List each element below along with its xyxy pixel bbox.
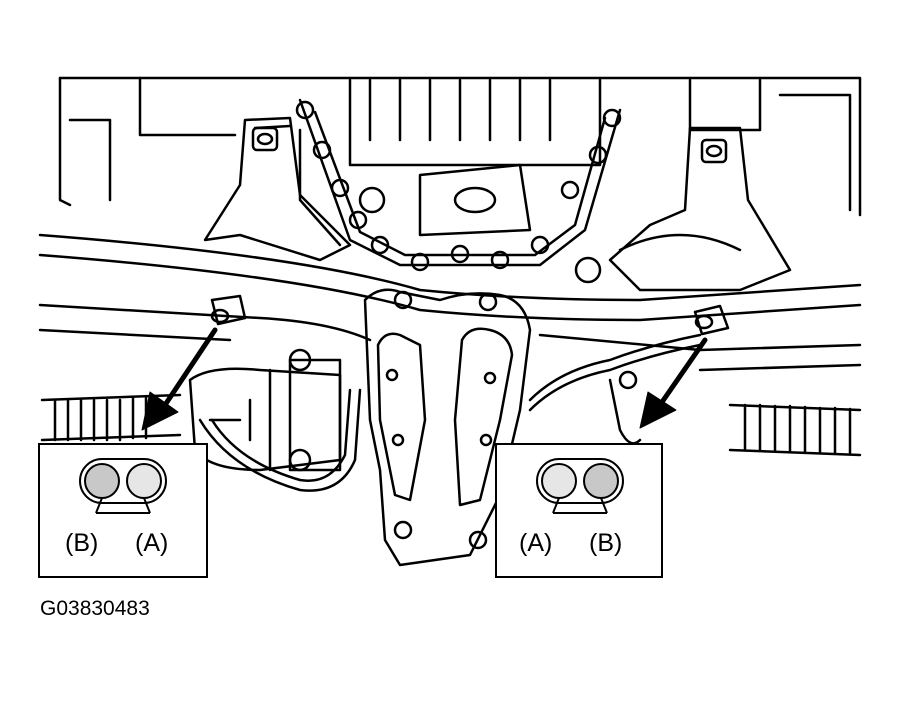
left-bolt-callout: (B) (A) bbox=[38, 443, 208, 578]
left-driveshaft bbox=[40, 348, 342, 472]
left-callout-label-b: (B) bbox=[65, 529, 99, 557]
engine-block bbox=[58, 76, 862, 217]
left-callout-detail bbox=[79, 458, 167, 514]
oil-pan bbox=[295, 98, 622, 272]
left-mount-bolt bbox=[210, 294, 247, 326]
right-mount-bracket bbox=[574, 126, 792, 292]
right-mount-bolt bbox=[693, 304, 730, 336]
right-driveshaft bbox=[608, 370, 862, 457]
left-mount-bracket bbox=[203, 116, 352, 262]
right-callout-label-b: (B) bbox=[589, 529, 623, 557]
right-pointer-arrow bbox=[657, 337, 708, 408]
left-arrow-head bbox=[141, 391, 179, 431]
center-stopper-plate bbox=[363, 288, 532, 567]
right-bolt-callout: (A) (B) bbox=[495, 443, 663, 578]
tubing-lines bbox=[198, 333, 702, 492]
right-callout-detail bbox=[536, 458, 624, 514]
left-callout-label-a: (A) bbox=[135, 529, 169, 557]
right-arrow-head bbox=[639, 391, 677, 429]
right-callout-label-a: (A) bbox=[519, 529, 553, 557]
left-pointer-arrow bbox=[162, 327, 218, 408]
figure-id-code: G03830483 bbox=[40, 597, 150, 620]
